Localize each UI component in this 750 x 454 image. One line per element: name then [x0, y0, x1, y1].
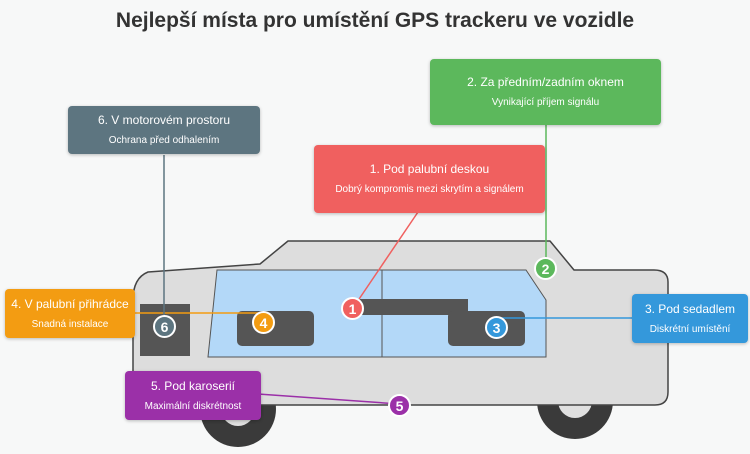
connector-5 [257, 393, 400, 405]
callout-3: 3. Pod sedadlem Diskrétní umístění [632, 294, 748, 343]
callout-5-description: Maximální diskrétnost [144, 400, 242, 412]
marker-3[interactable]: 3 [485, 316, 508, 339]
callout-1: 1. Pod palubní deskou Dobrý kompromis me… [314, 145, 545, 213]
callout-1-description: Dobrý kompromis mezi skrytím a signálem [335, 184, 524, 195]
glovebox [237, 311, 314, 346]
callout-6-description: Ochrana před odhalením [108, 135, 220, 146]
dashboard [350, 299, 468, 315]
callout-6-title: 6. V motorovém prostoru [97, 113, 231, 127]
callout-6: 6. V motorovém prostoru Ochrana před odh… [68, 106, 260, 154]
callout-2-title: 2. Za předním/zadním oknem [467, 75, 624, 89]
diagram-title: Nejlepší místa pro umístění GPS trackeru… [115, 9, 635, 32]
callout-2-description: Vynikající příjem signálu [491, 97, 600, 108]
callout-4-description: Snadná instalace [31, 318, 109, 330]
callout-3-description: Diskrétní umístění [649, 323, 731, 335]
callout-5-title: 5. Pod karoserií [150, 378, 236, 393]
marker-6[interactable]: 6 [153, 315, 176, 338]
callout-5: 5. Pod karoserií Maximální diskrétnost [125, 371, 261, 420]
marker-5[interactable]: 5 [388, 394, 411, 417]
marker-2[interactable]: 2 [534, 257, 557, 280]
callout-4: 4. V palubní přihrádce Snadná instalace [5, 289, 135, 338]
callout-4-title: 4. V palubní přihrádce [11, 296, 129, 311]
marker-4[interactable]: 4 [252, 311, 275, 334]
callout-3-title: 3. Pod sedadlem [644, 301, 736, 316]
marker-1[interactable]: 1 [341, 297, 364, 320]
callout-1-title: 1. Pod palubní deskou [369, 162, 490, 176]
connector-1 [352, 211, 419, 309]
callout-2: 2. Za předním/zadním oknem Vynikající př… [430, 59, 661, 125]
